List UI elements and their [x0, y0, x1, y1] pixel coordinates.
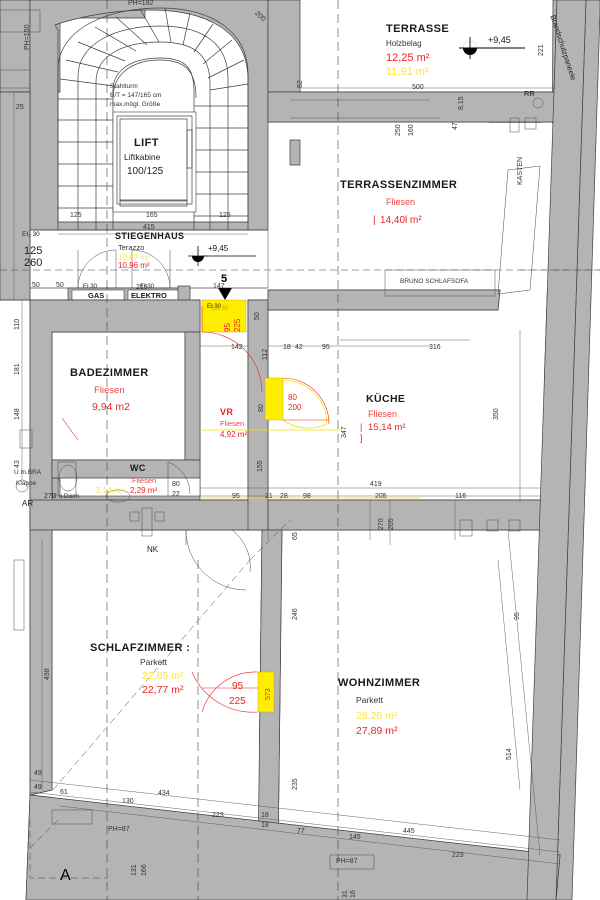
staircase	[57, 7, 249, 231]
fixtures-right	[0, 9, 544, 870]
stairwell-room	[29, 229, 269, 289]
level-marker-terrace	[459, 37, 525, 59]
yellow-guides	[200, 379, 420, 499]
room-interiors	[53, 123, 556, 846]
level-marker-stairwell	[188, 246, 256, 266]
door-swings	[61, 306, 330, 713]
dimension-lines	[13, 87, 561, 865]
unit-pointer-triangle	[218, 288, 232, 300]
lift-shaft	[112, 111, 197, 213]
wall-outlines	[0, 0, 587, 900]
kasten-cabinet	[497, 165, 541, 295]
wc-fixtures	[57, 461, 191, 537]
highlighted-openings	[201, 299, 284, 713]
